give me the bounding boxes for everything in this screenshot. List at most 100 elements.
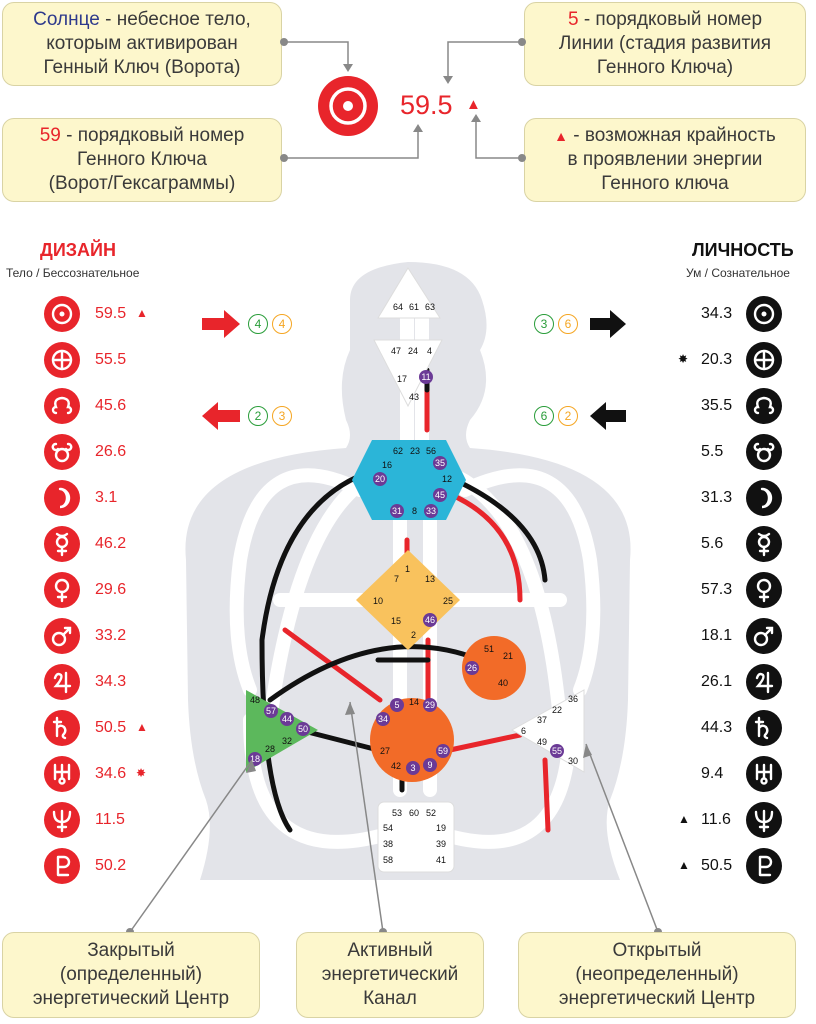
gate-8: 8 [412, 506, 418, 516]
design-line-top-b: 4 [272, 314, 292, 334]
gate-51: 51 [484, 644, 495, 654]
gate-33: 33 [424, 504, 438, 518]
callout-gate-text: - порядковый номер Генного Ключа (Ворот/… [48, 125, 245, 194]
gate-40: 40 [498, 678, 509, 688]
gate-47: 47 [391, 346, 402, 356]
gate-21: 21 [503, 651, 514, 661]
personality-arrow-right [590, 310, 626, 338]
gate-58: 58 [383, 855, 394, 865]
gate-10: 10 [373, 596, 384, 606]
gate-57: 57 [264, 704, 278, 718]
moon-icon [746, 480, 782, 516]
gate-28: 28 [265, 744, 276, 754]
sun-icon [746, 296, 782, 332]
mercury-icon [44, 526, 80, 562]
personality-row-north-node: 35.5 [672, 388, 812, 424]
design-line-bot-a: 2 [248, 406, 268, 426]
callout-open-center: Открытый (неопределенный) энергетический… [518, 932, 796, 1018]
design-gate-value: 45.6 [95, 397, 127, 414]
design-row-mars: 33.2 [44, 618, 184, 654]
design-gate-value: 34.3 [95, 673, 127, 690]
gate-4: 4 [427, 346, 433, 356]
north-node-icon [44, 388, 80, 424]
gate-44: 44 [280, 712, 294, 726]
gate-12: 12 [442, 474, 453, 484]
callout-gate: 59 - порядковый номер Генного Ключа (Вор… [2, 118, 282, 202]
example-value: 59.5 [400, 90, 453, 120]
personality-row-sun: 34.3 [672, 296, 812, 332]
uranus-icon [746, 756, 782, 792]
design-row-venus: 29.6 [44, 572, 184, 608]
design-extreme-mark: ▲ [136, 306, 148, 320]
personality-row-uranus: 9.4 [672, 756, 812, 792]
gate-14: 14 [409, 697, 420, 707]
gate-9: 9 [423, 758, 437, 772]
personality-row-mercury: 5.6 [672, 526, 812, 562]
design-row-earth: 55.5 [44, 342, 184, 378]
mars-icon [44, 618, 80, 654]
callout-extreme-text: - возможная крайность в проявлении энерг… [567, 125, 776, 194]
gate-11: 11 [419, 370, 433, 384]
gate-13: 13 [425, 574, 436, 584]
gate-45: 45 [433, 488, 447, 502]
personality-gate-value: 31.3 [701, 489, 733, 506]
gate-60: 60 [409, 808, 420, 818]
gate-31: 31 [390, 504, 404, 518]
neptune-icon [44, 802, 80, 838]
gate-52: 52 [426, 808, 437, 818]
callout-sun-text: - небесное тело, которым активирован Ген… [43, 9, 251, 78]
gate-53: 53 [392, 808, 403, 818]
personality-extreme-mark: ▲ [678, 858, 690, 872]
design-arrow-right [202, 310, 240, 338]
design-line-top-a: 4 [248, 314, 268, 334]
design-gate-value: 34.6 [95, 765, 127, 782]
gate-36: 36 [568, 694, 579, 704]
gate-54: 54 [383, 823, 394, 833]
personality-row-venus: 57.3 [672, 572, 812, 608]
personality-row-jupiter: 26.1 [672, 664, 812, 700]
gate-62: 62 [393, 446, 404, 456]
personality-row-mars: 18.1 [672, 618, 812, 654]
personality-extreme-mark: ▲ [678, 812, 690, 826]
gate-25: 25 [443, 596, 454, 606]
callout-extreme: ▲ - возможная крайность в проявлении эне… [524, 118, 806, 202]
gate-27: 27 [380, 746, 391, 756]
personality-gate-value: 5.6 [701, 535, 724, 552]
gate-42: 42 [391, 761, 402, 771]
gate-3: 3 [406, 761, 420, 775]
gate-32: 32 [282, 736, 293, 746]
gate-55: 55 [550, 744, 564, 758]
gate-35: 35 [433, 456, 447, 470]
sun-icon [44, 296, 80, 332]
design-gate-value: 11.5 [95, 811, 125, 828]
design-row-uranus: 34.6✸ [44, 756, 184, 792]
callout-line-key: 5 [567, 9, 579, 30]
design-row-neptune: 11.5 [44, 802, 184, 838]
personality-row-south-node: 5.5 [672, 434, 812, 470]
design-subtitle: Тело / Бессознательное [6, 266, 140, 280]
personality-gate-value: 50.5 [701, 857, 733, 874]
personality-arrow-left [590, 402, 626, 430]
personality-row-pluto: 50.5 ▲ [672, 848, 812, 884]
saturn-icon [746, 710, 782, 746]
jupiter-icon [746, 664, 782, 700]
callout-open-text: Открытый (неопределенный) энергетический… [558, 940, 756, 1009]
design-gate-value: 50.2 [95, 857, 127, 874]
gate-43: 43 [409, 392, 420, 402]
gate-63: 63 [425, 302, 436, 312]
design-gate-value: 3.1 [95, 489, 118, 506]
personality-gate-value: 11.6 [701, 811, 731, 828]
design-row-pluto: 50.2 [44, 848, 184, 884]
example-sun-icon [318, 76, 378, 136]
callout-closed-center: Закрытый (определенный) энергетический Ц… [2, 932, 260, 1018]
personality-subtitle: Ум / Сознательное [686, 266, 790, 280]
pluto-icon [746, 848, 782, 884]
callout-extreme-key: ▲ [554, 128, 569, 144]
gate-22: 22 [552, 705, 563, 715]
personality-gate-value: 5.5 [701, 443, 724, 460]
personality-gate-value: 34.3 [701, 305, 733, 322]
south-node-icon [746, 434, 782, 470]
gate-20: 20 [373, 472, 387, 486]
personality-gate-value: 18.1 [701, 627, 733, 644]
personality-title: ЛИЧНОСТЬ [692, 240, 794, 260]
